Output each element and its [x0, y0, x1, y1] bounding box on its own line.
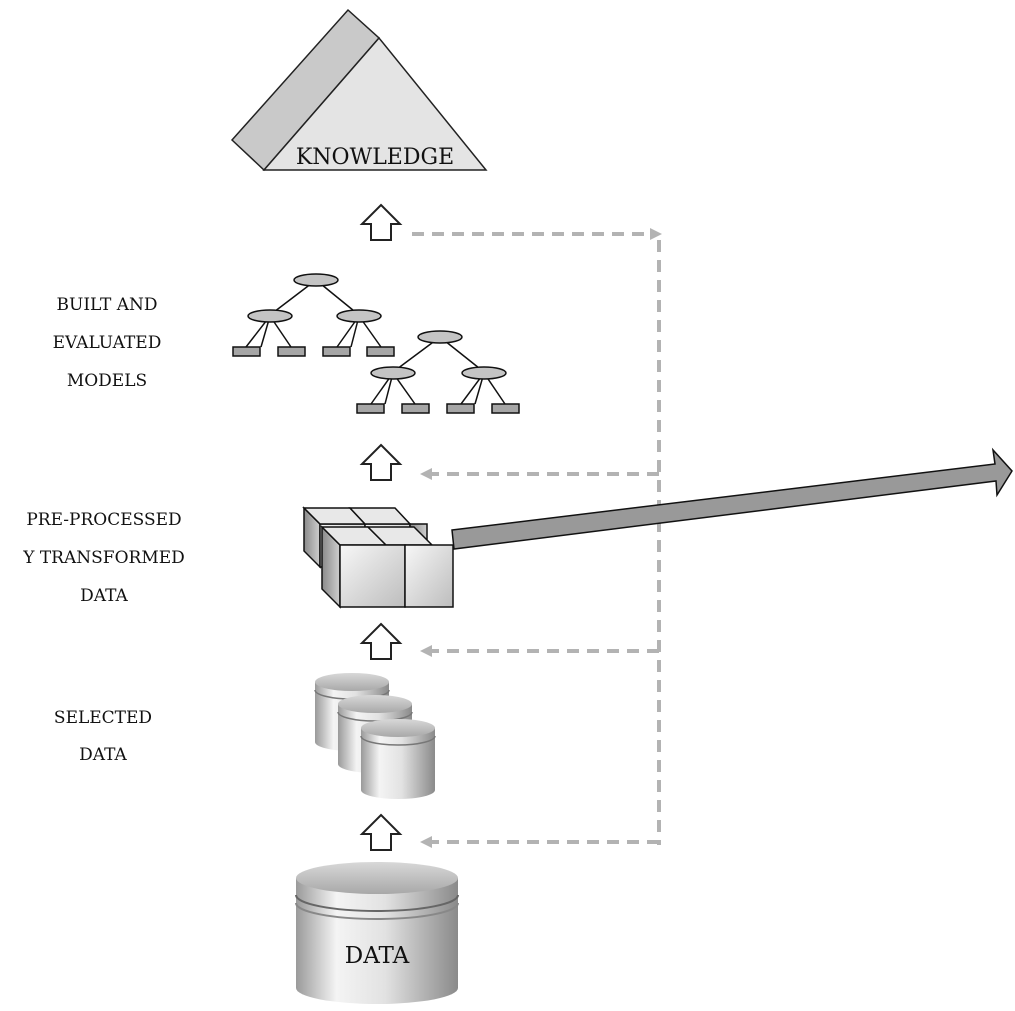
svg-text:DATA: DATA	[80, 586, 128, 606]
preprocessed-label: PRE-PROCESSED Y TRANSFORMED DATA	[22, 510, 185, 606]
svg-text:DATA: DATA	[79, 745, 127, 765]
knowledge-pyramid: KNOWLEDGE	[230, 8, 488, 172]
up-arrow-icon	[359, 813, 403, 851]
svg-text:PRE-PROCESSED: PRE-PROCESSED	[26, 510, 181, 530]
selected-data-cylinders-icon	[314, 673, 436, 799]
model-tree-icon	[232, 273, 395, 357]
selected-data-label: SELECTED DATA	[54, 708, 152, 765]
data-label: DATA	[345, 943, 410, 969]
svg-text:Y TRANSFORMED: Y TRANSFORMED	[22, 548, 185, 568]
data-cube-icon	[302, 506, 454, 609]
svg-text:BUILT AND: BUILT AND	[57, 295, 158, 315]
svg-text:SELECTED: SELECTED	[54, 708, 152, 728]
arrowhead-right-icon	[650, 228, 662, 240]
arrowhead-left-icon	[420, 645, 432, 657]
up-arrow-icon	[359, 203, 403, 241]
data-cylinder-icon: DATA	[295, 862, 459, 1004]
svg-text:EVALUATED: EVALUATED	[53, 333, 162, 353]
model-tree-icon	[356, 330, 520, 414]
knowledge-label: KNOWLEDGE	[296, 145, 454, 170]
up-arrow-icon	[359, 622, 403, 660]
feedback-loop	[412, 228, 662, 848]
models-label: BUILT AND EVALUATED MODELS	[53, 295, 162, 391]
arrowhead-left-icon	[420, 468, 432, 480]
output-arrow-icon	[451, 447, 1013, 550]
svg-text:MODELS: MODELS	[67, 371, 147, 391]
arrowhead-left-icon	[420, 836, 432, 848]
up-arrow-icon	[359, 443, 403, 481]
